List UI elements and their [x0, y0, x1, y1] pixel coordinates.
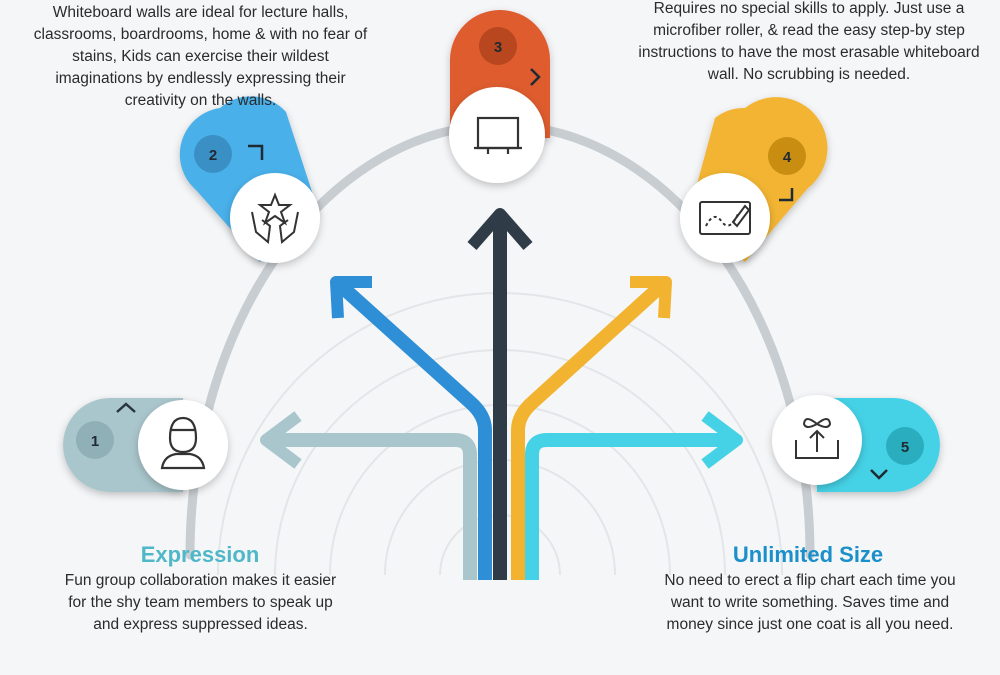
- expression-title: Expression: [140, 542, 260, 567]
- whiteboard-icon: [474, 116, 522, 154]
- step-4-number: 4: [783, 149, 792, 166]
- step-3-pill: [449, 10, 550, 183]
- arrow-3: [467, 208, 533, 580]
- step-1-number: 1: [91, 433, 99, 450]
- step-2-pill: [179, 96, 320, 263]
- arrow-5: [525, 411, 743, 580]
- person-icon: [160, 416, 206, 470]
- expression-description: Fun group collaboration makes it easier …: [64, 572, 337, 633]
- hands-star-icon: [251, 192, 299, 244]
- top-left-description: Whiteboard walls are ideal for lecture h…: [33, 4, 368, 109]
- top-right-description: Requires no special skills to apply. Jus…: [638, 0, 980, 83]
- step-2-number: 2: [209, 147, 217, 164]
- arrow-2: [330, 276, 492, 580]
- step-5-number: 5: [901, 439, 909, 456]
- step-4-pill: [680, 97, 828, 263]
- roller-upload-icon: [795, 418, 839, 459]
- arrow-1: [260, 411, 477, 580]
- unlimited-size-description: No need to erect a flip chart each time …: [664, 572, 956, 633]
- step-3-number: 3: [494, 39, 502, 56]
- board-marker-icon: [699, 201, 751, 235]
- step-5-pill: [772, 395, 940, 492]
- arrow-4: [511, 276, 672, 580]
- unlimited-size-title: Unlimited Size: [732, 542, 884, 567]
- step-1-pill: [63, 398, 228, 492]
